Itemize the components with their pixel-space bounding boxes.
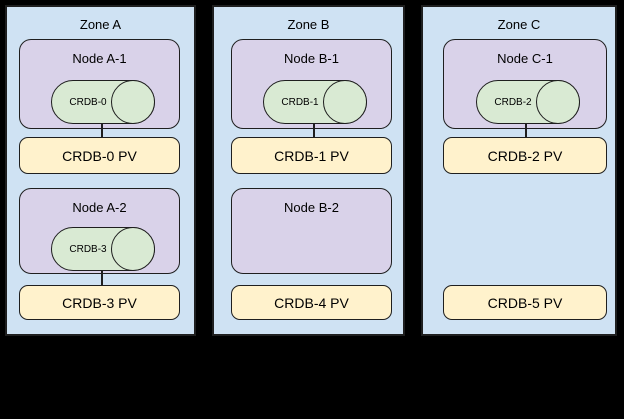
pv-box: CRDB-3 PV (19, 285, 180, 320)
crdb-pod-cylinder: CRDB-1 (263, 80, 367, 124)
zone-a-container: Zone A Node A-1 CRDB-0 CRDB-0 PV Node A-… (5, 5, 196, 336)
pv-b2-label: CRDB-4 PV (274, 294, 349, 311)
node-b2-label: Node B-2 (284, 200, 339, 215)
pv-box: CRDB-0 PV (19, 137, 180, 174)
connector-line (313, 123, 315, 137)
pv-box: CRDB-5 PV (443, 285, 607, 320)
node-a2-box: Node A-2 CRDB-3 (19, 188, 180, 274)
pv-a2-label: CRDB-3 PV (62, 294, 137, 311)
pv-box: CRDB-4 PV (231, 285, 392, 320)
pv-box: CRDB-1 PV (231, 137, 392, 174)
crdb-pod-cylinder: CRDB-2 (476, 80, 580, 124)
node-a1-label: Node A-1 (72, 51, 127, 66)
cylinder-cap (111, 227, 155, 271)
node-b1-box: Node B-1 CRDB-1 (231, 39, 392, 129)
pod-a1-label: CRDB-0 (69, 96, 107, 108)
crdb-pod-cylinder: CRDB-3 (51, 227, 155, 271)
pv-c1-label: CRDB-2 PV (487, 147, 563, 164)
node-b2-box: Node B-2 (231, 188, 392, 274)
cylinder-cap (536, 80, 580, 124)
pv-b1-label: CRDB-1 PV (274, 147, 349, 164)
zone-b-label: Zone B (287, 17, 330, 32)
pod-b1-label: CRDB-1 (281, 96, 319, 108)
crdb-pod-cylinder: CRDB-0 (51, 80, 155, 124)
pv-a1-label: CRDB-0 PV (62, 147, 137, 164)
pv-c2-label: CRDB-5 PV (487, 294, 563, 311)
node-a1-box: Node A-1 CRDB-0 (19, 39, 180, 129)
connector-line (525, 123, 527, 137)
node-b1-label: Node B-1 (284, 51, 339, 66)
node-c1-box: Node C-1 CRDB-2 (443, 39, 607, 129)
pod-a2-label: CRDB-3 (69, 243, 107, 255)
connector-line (101, 270, 103, 285)
node-a2-label: Node A-2 (72, 200, 127, 215)
pv-box: CRDB-2 PV (443, 137, 607, 174)
zone-b-container: Zone B Node B-1 CRDB-1 CRDB-1 PV Node B-… (212, 5, 405, 336)
pod-c1-label: CRDB-2 (494, 96, 532, 108)
cylinder-cap (111, 80, 155, 124)
zone-c-label: Zone C (497, 17, 541, 32)
zone-c-container: Zone C Node C-1 CRDB-2 CRDB-2 PV CRDB-5 … (421, 5, 617, 336)
zone-a-label: Zone A (79, 17, 122, 32)
connector-line (101, 123, 103, 137)
node-c1-label: Node C-1 (497, 51, 553, 66)
cylinder-cap (323, 80, 367, 124)
